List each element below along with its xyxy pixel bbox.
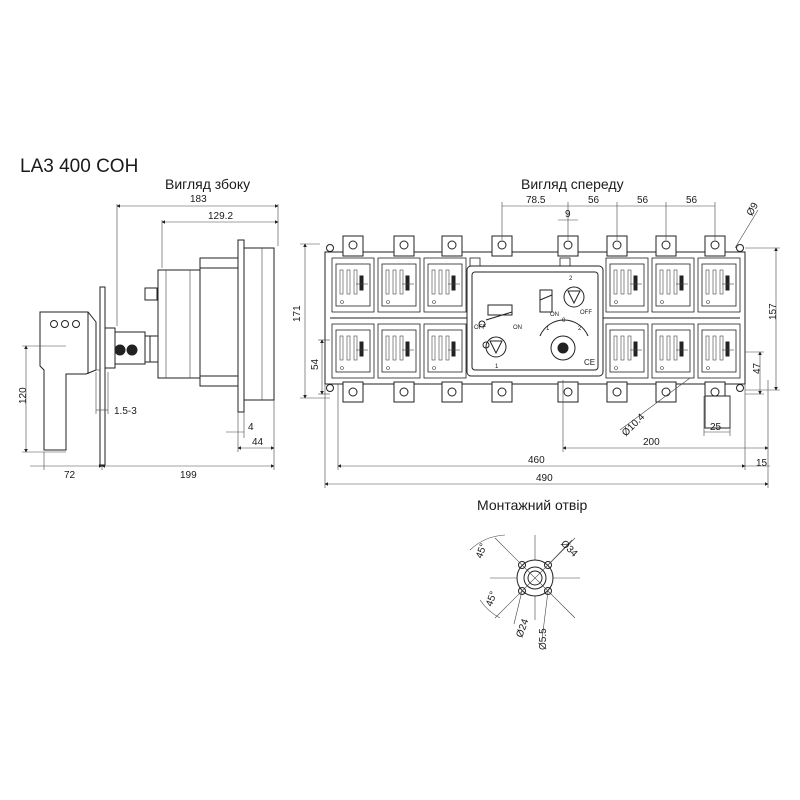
pole-modules xyxy=(331,257,741,379)
dim-pole-offset: 78.5 xyxy=(526,195,546,206)
label-on-left: ON xyxy=(513,325,522,331)
dim-pitch-3: 56 xyxy=(686,195,698,206)
mounting-hole-detail: 45° 45° Ø34 Ø24 Ø5.5 xyxy=(469,534,580,650)
mounting-ear xyxy=(736,244,744,252)
dim-mount-span: 200 xyxy=(643,437,660,448)
pole-module xyxy=(605,323,649,379)
pole-module xyxy=(377,323,421,379)
terminal-lug-bottom xyxy=(557,381,579,403)
dim-overall-depth: 183 xyxy=(190,194,207,205)
dim-outer: Ø34 xyxy=(558,538,579,559)
handle-shape xyxy=(39,311,97,451)
dim-handle-height: 120 xyxy=(18,387,29,404)
front-view: OFF ON 1 ON 2 OFF 1 0 2 CE xyxy=(292,195,780,488)
ce-mark: CE xyxy=(584,358,595,367)
side-view: 183 129.2 120 1.5-3 4 44 72 199 xyxy=(18,194,279,481)
pole-module xyxy=(331,323,375,379)
mounting-ear xyxy=(326,244,334,252)
pole-module xyxy=(423,323,467,379)
dim-screw: Ø5.5 xyxy=(538,628,549,650)
terminal-lug-bottom xyxy=(606,381,628,403)
dim-pitch-2: 56 xyxy=(637,195,649,206)
dial-mark-1: 1 xyxy=(546,326,550,332)
pole-module xyxy=(697,323,741,379)
dial-mark-2: 2 xyxy=(578,326,582,332)
door-panel xyxy=(99,286,106,466)
dim-pitch-1: 56 xyxy=(588,195,600,206)
terminal-lug-bottom xyxy=(491,381,513,403)
dim-inner-height: 157 xyxy=(768,303,779,320)
pole-module xyxy=(377,257,421,313)
label-off-left: OFF xyxy=(474,325,486,331)
switch-body-side xyxy=(157,239,275,413)
dim-flange: 4 xyxy=(248,422,254,433)
pole-module xyxy=(423,257,467,313)
terminal-lug-top xyxy=(393,235,415,257)
dim-rear: 44 xyxy=(252,437,264,448)
dim-hole: Ø9 xyxy=(745,201,761,218)
pole-module xyxy=(331,257,375,313)
dim-inner: Ø24 xyxy=(515,617,532,639)
dim-angle-2: 45° xyxy=(484,590,500,608)
dim-bottom-left: 54 xyxy=(310,358,321,370)
dim-terminal-width: 25 xyxy=(710,422,722,433)
pole-module xyxy=(697,257,741,313)
dim-total-width: 490 xyxy=(536,473,553,484)
terminal-lug-bottom xyxy=(655,381,677,403)
dial-mark-0: 0 xyxy=(562,318,566,324)
dim-height: 171 xyxy=(292,305,303,322)
side-view-dimensions: 183 129.2 120 1.5-3 4 44 72 199 xyxy=(18,194,279,481)
terminal-lug-bottom xyxy=(393,381,415,403)
mounting-ear xyxy=(736,384,744,392)
terminal-lug-bottom xyxy=(441,381,463,403)
pole-module xyxy=(605,257,649,313)
label-on-right: ON xyxy=(550,312,559,318)
mounting-hole-label: Монтажний отвір xyxy=(477,497,588,513)
terminal-lug-top xyxy=(441,235,463,257)
dim-panel-thickness: 1.5-3 xyxy=(114,406,137,417)
dim-total-depth: 199 xyxy=(180,470,197,481)
mounting-ear xyxy=(326,384,334,392)
pole-module xyxy=(651,257,695,313)
label-off-right: OFF xyxy=(580,310,592,316)
dim-terminal-hole: Ø10.4 xyxy=(620,411,647,438)
side-view-label: Вигляд збоку xyxy=(165,176,251,192)
drawing-title: LA3 400 COH xyxy=(20,156,139,177)
dim-side-offset: 15 xyxy=(756,458,768,469)
terminal-lug-top xyxy=(342,235,364,257)
dim-bottom-right: 47 xyxy=(752,362,763,374)
terminal-lug-top xyxy=(491,235,513,257)
dim-gap: 9 xyxy=(565,209,571,220)
label-pos-2: 2 xyxy=(569,276,573,282)
dim-angle-1: 45° xyxy=(474,542,490,560)
dim-total-width-inner: 460 xyxy=(528,455,545,466)
central-control-panel: OFF ON 1 ON 2 OFF 1 0 2 CE xyxy=(466,265,604,377)
dim-body-depth: 129.2 xyxy=(208,211,233,222)
terminal-lug-bottom xyxy=(342,381,364,403)
terminal-extension xyxy=(704,395,731,429)
dim-handle-reach: 72 xyxy=(64,470,76,481)
front-view-label: Вигляд спереду xyxy=(521,176,624,192)
label-pos-1: 1 xyxy=(495,364,499,370)
pole-module xyxy=(651,323,695,379)
